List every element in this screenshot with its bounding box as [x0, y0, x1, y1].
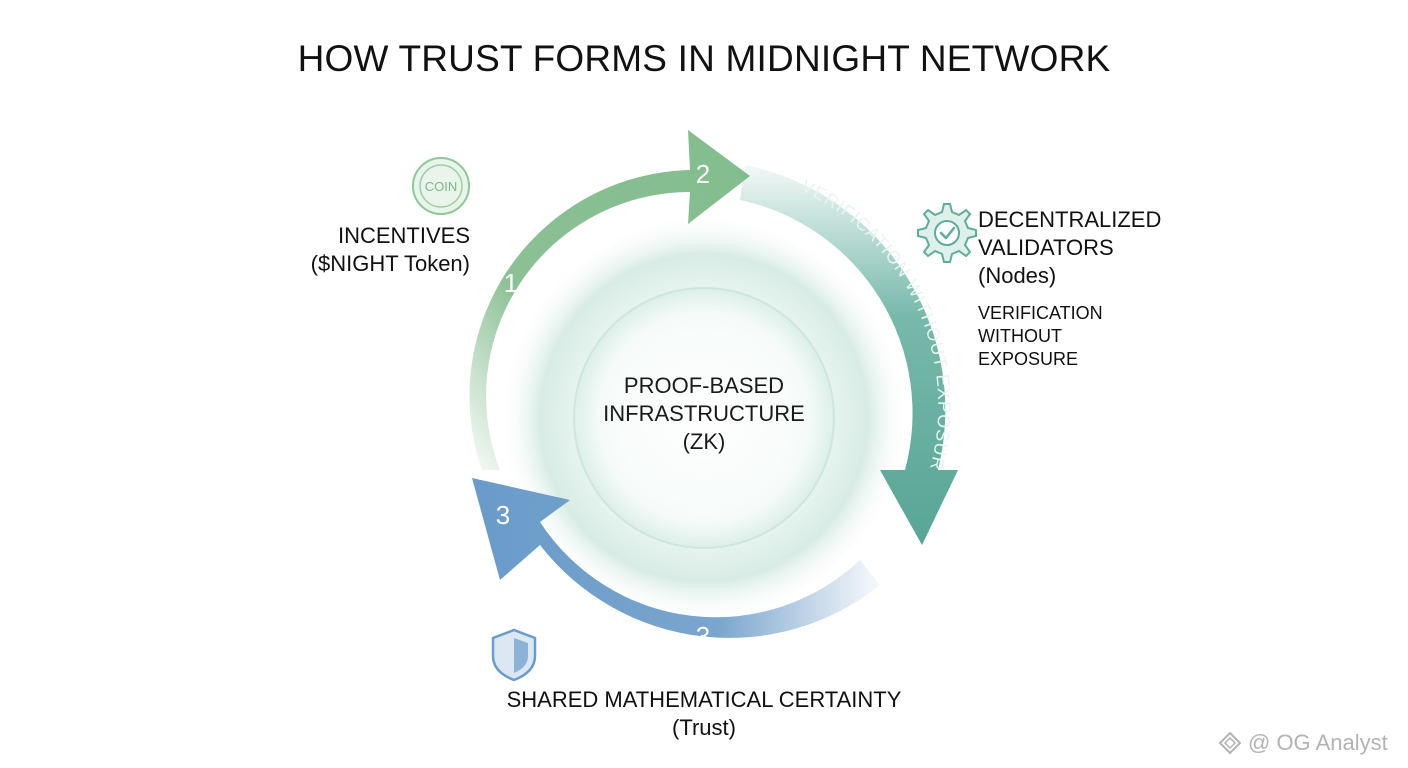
stage-3-number-left: 3: [496, 500, 510, 530]
validators-label: DECENTRALIZED VALIDATORS (Nodes) VERIFIC…: [978, 206, 1238, 371]
gear-check-icon: [917, 203, 977, 263]
center-line-3: (ZK): [682, 429, 726, 454]
incentives-title: INCENTIVES: [337, 223, 470, 248]
stage-3-number-bottom: 3: [696, 621, 710, 651]
certainty-subtitle: (Trust): [672, 715, 736, 740]
validators-description: VERIFICATION WITHOUT EXPOSURE: [978, 302, 1238, 371]
center-label: PROOF-BASED INFRASTRUCTURE (ZK): [574, 372, 834, 456]
validators-title-2: VALIDATORS: [978, 235, 1114, 260]
certainty-label: SHARED MATHEMATICAL CERTAINTY (Trust): [454, 686, 954, 742]
incentives-subtitle: ($NIGHT Token): [310, 251, 470, 276]
diamond-logo-icon: [1218, 731, 1242, 755]
center-circle: [573, 287, 835, 549]
validators-arc: [740, 165, 958, 545]
validators-desc-1: VERIFICATION: [978, 303, 1103, 323]
diagram-title: HOW TRUST FORMS IN MIDNIGHT NETWORK: [297, 38, 1111, 79]
center-line-2: INFRASTRUCTURE: [603, 401, 805, 426]
incentives-arc: [469, 130, 750, 470]
watermark-text: @ OG Analyst: [1248, 730, 1388, 755]
validators-desc-2: WITHOUT: [978, 326, 1062, 346]
coin-icon-label: COIN: [425, 179, 458, 194]
coin-icon: COIN: [412, 157, 470, 215]
watermark: @ OG Analyst: [1218, 730, 1388, 756]
shield-icon: [491, 628, 537, 682]
certainty-title: SHARED MATHEMATICAL CERTAINTY: [506, 687, 902, 712]
certainty-arc: [472, 478, 880, 638]
validators-subtitle: (Nodes): [978, 263, 1057, 288]
validators-title-1: DECENTRALIZED: [978, 207, 1162, 232]
center-line-1: PROOF-BASED: [623, 373, 785, 398]
incentives-label: INCENTIVES ($NIGHT Token): [250, 222, 470, 278]
validators-desc-3: EXPOSURE: [978, 349, 1079, 369]
stage-1-number: 1: [504, 268, 518, 298]
stage-2-number-top: 2: [696, 159, 710, 189]
stage-2-number-bottom: 2: [891, 508, 905, 538]
